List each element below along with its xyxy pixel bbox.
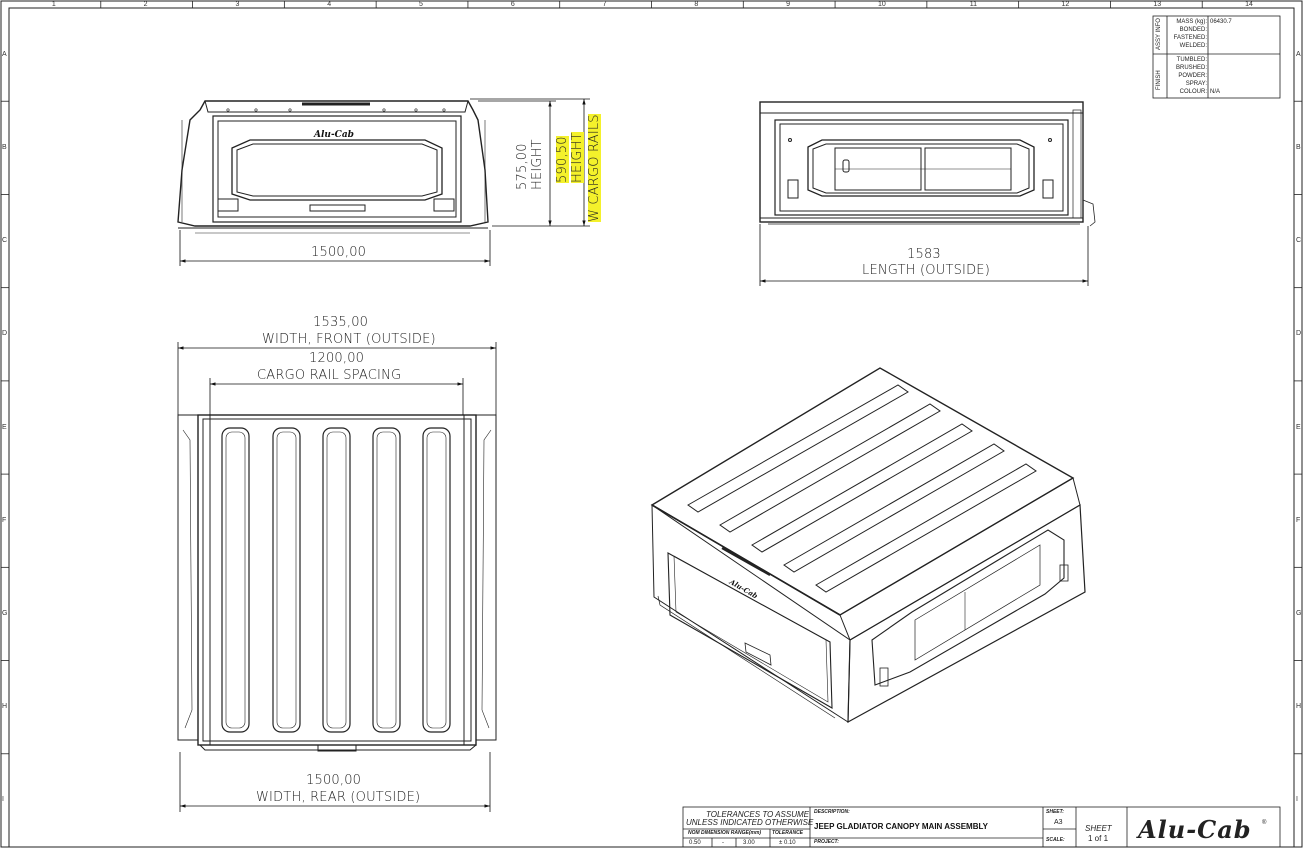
row-label: E (2, 423, 7, 431)
front-view (177, 100, 489, 234)
row-label: B (2, 143, 7, 151)
sheet-label: SHEET (1085, 824, 1112, 833)
mass-label: MASS (kg): (1176, 19, 1207, 25)
column-label: 3 (235, 1, 240, 8)
row-label: C (1296, 237, 1302, 245)
top-rear-width-dimension (179, 752, 491, 812)
description-value: JEEP GLADIATOR CANOPY MAIN ASSEMBLY (814, 822, 988, 831)
scale-label: SCALE: (1046, 837, 1065, 843)
row-label: B (1296, 143, 1301, 151)
rail-height-value: 590,50 (555, 136, 570, 183)
front-width-dimension (179, 230, 491, 266)
row-label: E (1296, 423, 1301, 431)
column-label: 11 (969, 1, 978, 8)
project-label: PROJECT: (814, 839, 839, 845)
finish-side-label: FINISH (1156, 70, 1162, 90)
tolerance-header: TOLERANCE (772, 830, 804, 836)
row-label: D (2, 330, 8, 338)
side-length-label: LENGTH (OUTSIDE) (862, 263, 990, 278)
rail-height-dimension (470, 98, 590, 227)
rail-height-sub: W CARGO RAILS (587, 114, 602, 222)
sheet-size-value: A3 (1054, 819, 1063, 826)
row-label: I (2, 796, 4, 804)
top-front-width-value: 1535,00 (313, 315, 369, 330)
rail-spacing-dimension (209, 378, 464, 415)
column-label: 13 (1153, 1, 1162, 8)
front-height-label: HEIGHT (530, 139, 545, 190)
column-label: 6 (510, 1, 515, 8)
column-label: 7 (602, 1, 607, 8)
range-from: 0.50 (689, 840, 701, 846)
alu-cab-logo: Alu-Cab (1138, 815, 1252, 844)
column-label: 4 (327, 1, 332, 8)
top-rear-width-label: WIDTH, REAR (OUTSIDE) (256, 790, 421, 805)
mass-value: 06430.7 (1210, 19, 1232, 25)
top-front-width-label: WIDTH, FRONT (OUTSIDE) (262, 332, 436, 347)
side-view (759, 101, 1096, 227)
range-dash: - (722, 840, 724, 846)
tolerance-note-line2: UNLESS INDICATED OTHERWISE (686, 818, 814, 827)
row-label: I (1296, 796, 1298, 804)
side-length-value: 1583 (907, 247, 941, 262)
row-label: G (2, 609, 8, 617)
row-label: H (2, 703, 8, 711)
nom-dimension-header: NOM DIMENSION RANGE(mm) (688, 830, 762, 836)
brushed-label: BRUSHED: (1175, 65, 1207, 71)
rail-height-label: HEIGHT (570, 132, 585, 183)
column-label: 10 (877, 1, 886, 8)
row-label: F (2, 516, 7, 524)
registered-mark: ® (1262, 820, 1267, 826)
welded-label: WELDED: (1179, 43, 1207, 49)
front-height-dimension (478, 100, 556, 227)
row-label: A (1296, 50, 1301, 58)
rail-spacing-label: CARGO RAIL SPACING (257, 368, 402, 383)
assy-info-side-label: ASSY INFO (1156, 18, 1162, 50)
column-label: 12 (1061, 1, 1070, 8)
tolerance-note-line1: TOLERANCES TO ASSUME (706, 810, 809, 819)
column-label: 14 (1245, 1, 1253, 8)
isometric-view (650, 367, 1086, 724)
powder-label: POWDER: (1178, 73, 1207, 79)
colour-value: N/A (1210, 89, 1221, 95)
colour-label: COLOUR: (1179, 89, 1207, 95)
row-label: F (1296, 516, 1301, 524)
front-height-value: 575,00 (515, 143, 530, 190)
tumbled-label: TUMBLED: (1176, 57, 1207, 63)
bonded-label: BONDED: (1179, 27, 1207, 33)
fastened-label: FASTENED: (1173, 35, 1207, 41)
spray-label: SPRAY: (1185, 81, 1207, 87)
row-label: C (2, 237, 8, 245)
front-brand-mark: Alu-Cab (314, 130, 354, 140)
rail-spacing-value: 1200,00 (309, 351, 365, 366)
description-label: DESCRIPTION: (814, 809, 850, 815)
column-label: 1 (51, 1, 56, 8)
row-label: G (1296, 609, 1302, 617)
sheet-size-label: SHEET: (1046, 809, 1064, 815)
range-to: 3.00 (743, 840, 755, 846)
sheet-number: 1 of 1 (1088, 834, 1109, 843)
assy-finish-table (1152, 15, 1281, 99)
row-label: A (2, 50, 7, 58)
row-label: H (1296, 703, 1302, 711)
top-front-width-dimension (177, 342, 497, 415)
column-label: 9 (786, 1, 791, 8)
column-label: 5 (419, 1, 423, 8)
top-view (177, 414, 497, 752)
front-width-value: 1500,00 (311, 245, 367, 260)
top-rear-width-value: 1500,00 (306, 773, 362, 788)
tolerance-value: ± 0.10 (779, 840, 796, 846)
side-length-dimension (759, 224, 1089, 286)
column-label: 8 (694, 1, 699, 8)
column-label: 2 (143, 1, 148, 8)
title-block (682, 806, 1281, 848)
row-label: D (1296, 330, 1302, 338)
